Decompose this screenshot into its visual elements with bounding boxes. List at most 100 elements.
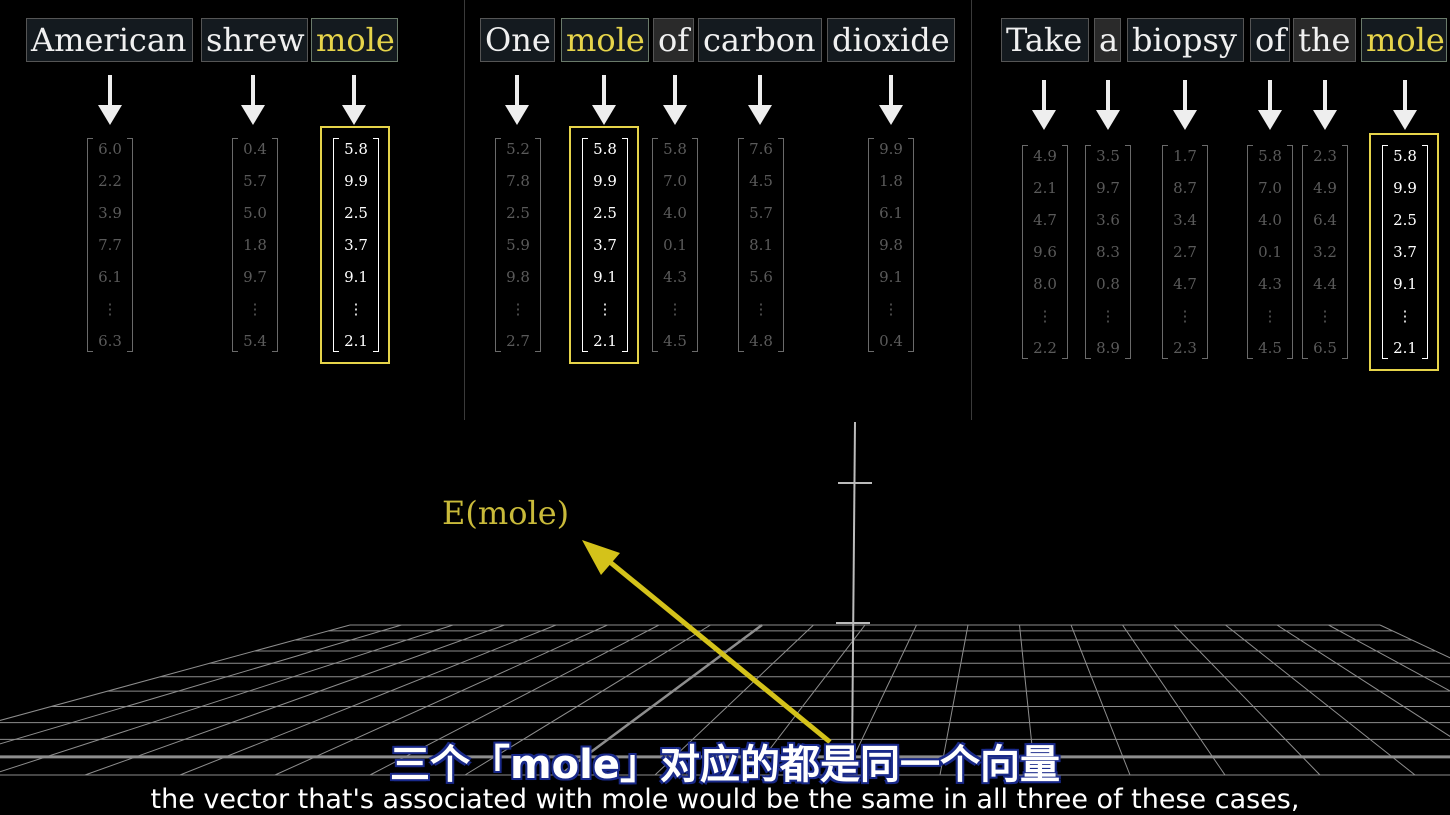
vector-ellipsis: ⋮ <box>1085 307 1131 325</box>
vector-value: 6.0 <box>87 140 133 158</box>
token-shrew: shrew <box>201 18 308 62</box>
down-arrow-icon <box>334 75 374 125</box>
token-mole: mole <box>311 18 398 62</box>
vector-ellipsis: ⋮ <box>1022 307 1068 325</box>
vector-value: 2.7 <box>495 332 541 350</box>
vector-value: 5.6 <box>738 268 784 286</box>
subtitle-english: the vector that's associated with mole w… <box>0 784 1450 815</box>
vector-ellipsis: ⋮ <box>232 300 278 318</box>
vector-value: 7.0 <box>652 172 698 190</box>
token-a: a <box>1094 18 1121 62</box>
vector-value: 5.7 <box>232 172 278 190</box>
down-arrow-icon <box>1385 80 1425 130</box>
token-of: of <box>1250 18 1290 62</box>
subtitle-chinese: 三个「mole」对应的都是同一个向量 <box>0 732 1450 790</box>
vector-value: 7.0 <box>1247 179 1293 197</box>
vector-value: 9.9 <box>868 140 914 158</box>
vector-value: 6.3 <box>87 332 133 350</box>
down-arrow-icon <box>871 75 911 125</box>
vector-value: 3.6 <box>1085 211 1131 229</box>
embedding-label: E(mole) <box>442 494 569 532</box>
down-arrow-icon <box>233 75 273 125</box>
vector-value: 7.8 <box>495 172 541 190</box>
embedding-vector: 5.8 7.0 4.0 0.1 4.3 ⋮ 4.5 <box>652 138 698 352</box>
token-american: American <box>26 18 193 62</box>
vector-value: 3.2 <box>1302 243 1348 261</box>
token-take: Take <box>1001 18 1089 62</box>
down-arrow-icon <box>655 75 695 125</box>
vector-value: 0.1 <box>652 236 698 254</box>
vector-ellipsis: ⋮ <box>738 300 784 318</box>
vector-value: 5.8 <box>1247 147 1293 165</box>
vector-value: 1.8 <box>232 236 278 254</box>
vector-value: 4.0 <box>1247 211 1293 229</box>
highlight-box <box>1369 133 1439 371</box>
vector-value: 4.8 <box>738 332 784 350</box>
vector-value: 6.1 <box>868 204 914 222</box>
token-biopsy: biopsy <box>1127 18 1244 62</box>
vector-value: 4.3 <box>652 268 698 286</box>
vector-value: 6.1 <box>87 268 133 286</box>
vector-value: 2.7 <box>1162 243 1208 261</box>
vector-value: 6.5 <box>1302 339 1348 357</box>
vector-value: 4.5 <box>738 172 784 190</box>
vector-value: 7.7 <box>87 236 133 254</box>
vector-value: 0.4 <box>232 140 278 158</box>
highlight-box <box>569 126 639 364</box>
down-arrow-icon <box>90 75 130 125</box>
vector-value: 9.8 <box>868 236 914 254</box>
embedding-arrow-shaft <box>605 558 830 742</box>
vector-value: 4.5 <box>1247 339 1293 357</box>
token-mole: mole <box>1361 18 1447 62</box>
vector-value: 9.7 <box>1085 179 1131 197</box>
vector-value: 2.5 <box>495 204 541 222</box>
down-arrow-icon <box>740 75 780 125</box>
vector-value: 0.8 <box>1085 275 1131 293</box>
vector-value: 4.5 <box>652 332 698 350</box>
vector-ellipsis: ⋮ <box>868 300 914 318</box>
vector-ellipsis: ⋮ <box>652 300 698 318</box>
vector-value: 9.7 <box>232 268 278 286</box>
vector-value: 4.4 <box>1302 275 1348 293</box>
vertical-axis <box>852 422 855 760</box>
vector-ellipsis: ⋮ <box>1302 307 1348 325</box>
vector-value: 3.4 <box>1162 211 1208 229</box>
vector-value: 5.7 <box>738 204 784 222</box>
down-arrow-icon <box>1165 80 1205 130</box>
embedding-vector: 5.8 7.0 4.0 0.1 4.3 ⋮ 4.5 <box>1247 145 1293 359</box>
vector-value: 6.4 <box>1302 211 1348 229</box>
vector-value: 2.1 <box>1022 179 1068 197</box>
down-arrow-icon <box>1250 80 1290 130</box>
vector-value: 8.1 <box>738 236 784 254</box>
vector-value: 2.2 <box>87 172 133 190</box>
vector-ellipsis: ⋮ <box>1162 307 1208 325</box>
vector-value: 2.3 <box>1302 147 1348 165</box>
vector-value: 5.9 <box>495 236 541 254</box>
vector-value: 4.7 <box>1162 275 1208 293</box>
down-arrow-icon <box>497 75 537 125</box>
vector-value: 4.0 <box>652 204 698 222</box>
vector-value: 4.9 <box>1302 179 1348 197</box>
vector-value: 8.7 <box>1162 179 1208 197</box>
vector-value: 4.3 <box>1247 275 1293 293</box>
vector-ellipsis: ⋮ <box>1247 307 1293 325</box>
vector-value: 2.2 <box>1022 339 1068 357</box>
token-one: One <box>480 18 555 62</box>
vector-value: 0.1 <box>1247 243 1293 261</box>
vector-value: 4.7 <box>1022 211 1068 229</box>
vector-value: 9.8 <box>495 268 541 286</box>
vector-value: 8.9 <box>1085 339 1131 357</box>
token-the: the <box>1293 18 1356 62</box>
vector-value: 0.4 <box>868 332 914 350</box>
down-arrow-icon <box>1305 80 1345 130</box>
vector-ellipsis: ⋮ <box>87 300 133 318</box>
token-carbon: carbon <box>698 18 822 62</box>
embedding-arrow-head <box>582 540 620 575</box>
vector-value: 5.8 <box>652 140 698 158</box>
vector-value: 3.5 <box>1085 147 1131 165</box>
